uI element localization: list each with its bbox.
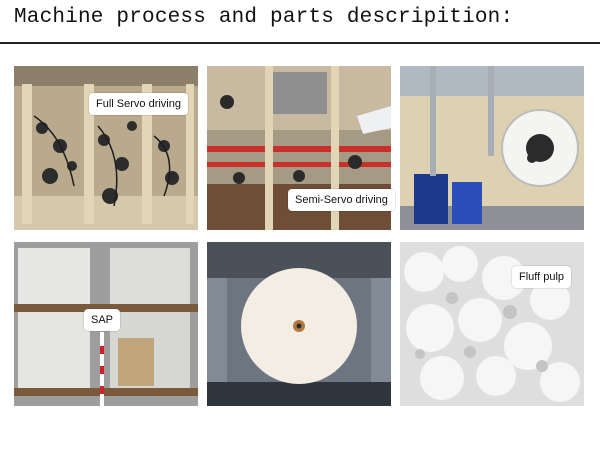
page-title: Machine process and parts descripition: — [14, 6, 514, 29]
machine-overview-photo — [400, 66, 584, 230]
sap-label: SAP — [84, 309, 121, 331]
fluff-pulp-label: Fluff pulp — [512, 266, 572, 288]
sap-photo — [14, 242, 198, 406]
full-servo-label: Full Servo driving — [89, 93, 188, 115]
full-servo-photo — [14, 66, 198, 230]
paper-roll-photo — [207, 242, 391, 406]
semi-servo-label: Semi-Servo driving — [288, 189, 395, 211]
title-underline — [0, 42, 600, 44]
